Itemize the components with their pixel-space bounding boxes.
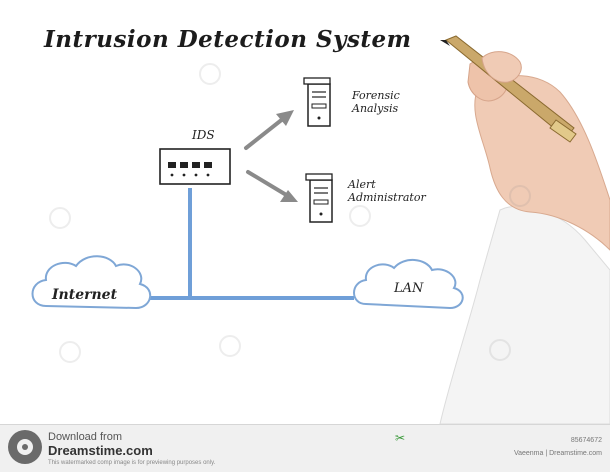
site-name-link[interactable]: Dreamstime.com	[48, 443, 153, 458]
image-id: 85674672	[570, 437, 602, 444]
dreamstime-logo-icon	[8, 430, 42, 464]
arrow-to-forensic-icon	[244, 110, 294, 150]
credit-text: Vaeenma | Dreamstime.com	[513, 450, 602, 457]
diagram-title: Intrusion Detection System	[44, 26, 412, 53]
alert-server-icon	[305, 173, 333, 223]
scissors-icon: ✂	[395, 431, 406, 445]
forensic-label-line2: Analysis	[351, 102, 398, 115]
watermark-marks	[49, 63, 531, 363]
ids-label: IDS	[191, 128, 215, 142]
arrow-to-alert-icon	[246, 170, 298, 202]
alert-label-line2: Administrator	[347, 191, 426, 204]
watermark-footer: Download from Dreamstime.com This waterm…	[0, 424, 610, 472]
lan-cloud-icon	[353, 259, 464, 310]
internet-label: Internet	[51, 287, 118, 303]
lan-label: LAN	[393, 281, 424, 296]
diagram-svg: IDS F	[31, 35, 610, 424]
forensic-label-line1: Forensic	[351, 89, 400, 102]
preview-notice: This watermarked comp image is for previ…	[48, 460, 216, 466]
internet-cloud-icon	[31, 255, 151, 310]
download-from-text: Download from	[48, 431, 122, 443]
forensic-server-icon	[303, 77, 331, 127]
alert-label-line1: Alert	[347, 178, 376, 191]
ids-switch-icon	[159, 148, 231, 185]
hand-with-pen-icon	[439, 35, 610, 424]
